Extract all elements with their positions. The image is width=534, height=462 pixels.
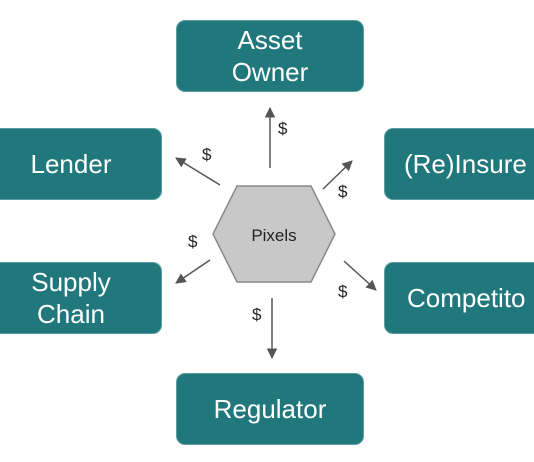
arrow-to-supply-chain bbox=[175, 259, 211, 284]
lender-label: Lender bbox=[30, 149, 112, 179]
arrow-to-reinsurer bbox=[322, 160, 353, 190]
flow-label-reinsurer: $ bbox=[338, 182, 348, 201]
node-competitor: Competito bbox=[384, 262, 534, 334]
flow-label-asset-owner: $ bbox=[278, 119, 288, 138]
regulator-label: Regulator bbox=[213, 394, 327, 424]
asset-owner-line1: Asset bbox=[237, 25, 303, 55]
flow-label-supply-chain: $ bbox=[188, 232, 198, 251]
flow-label-lender: $ bbox=[202, 145, 212, 164]
node-asset-owner: Asset Owner bbox=[176, 20, 364, 92]
node-reinsurer: (Re)Insure bbox=[384, 128, 534, 200]
asset-owner-line2: Owner bbox=[231, 57, 309, 87]
competitor-label: Competito bbox=[407, 283, 526, 313]
node-supply-chain: Supply Chain bbox=[0, 262, 162, 334]
flow-label-regulator: $ bbox=[252, 305, 262, 324]
node-regulator: Regulator bbox=[176, 373, 364, 445]
center-hexagon bbox=[212, 185, 336, 283]
arrow-to-competitor bbox=[343, 260, 377, 291]
center-label: Pixels bbox=[251, 226, 296, 245]
supply-chain-line2: Chain bbox=[37, 299, 105, 329]
supply-chain-line1: Supply bbox=[31, 267, 111, 297]
reinsurer-label: (Re)Insure bbox=[404, 149, 527, 179]
flow-label-competitor: $ bbox=[338, 282, 348, 301]
arrow-to-lender bbox=[175, 157, 221, 186]
node-lender: Lender bbox=[0, 128, 162, 200]
